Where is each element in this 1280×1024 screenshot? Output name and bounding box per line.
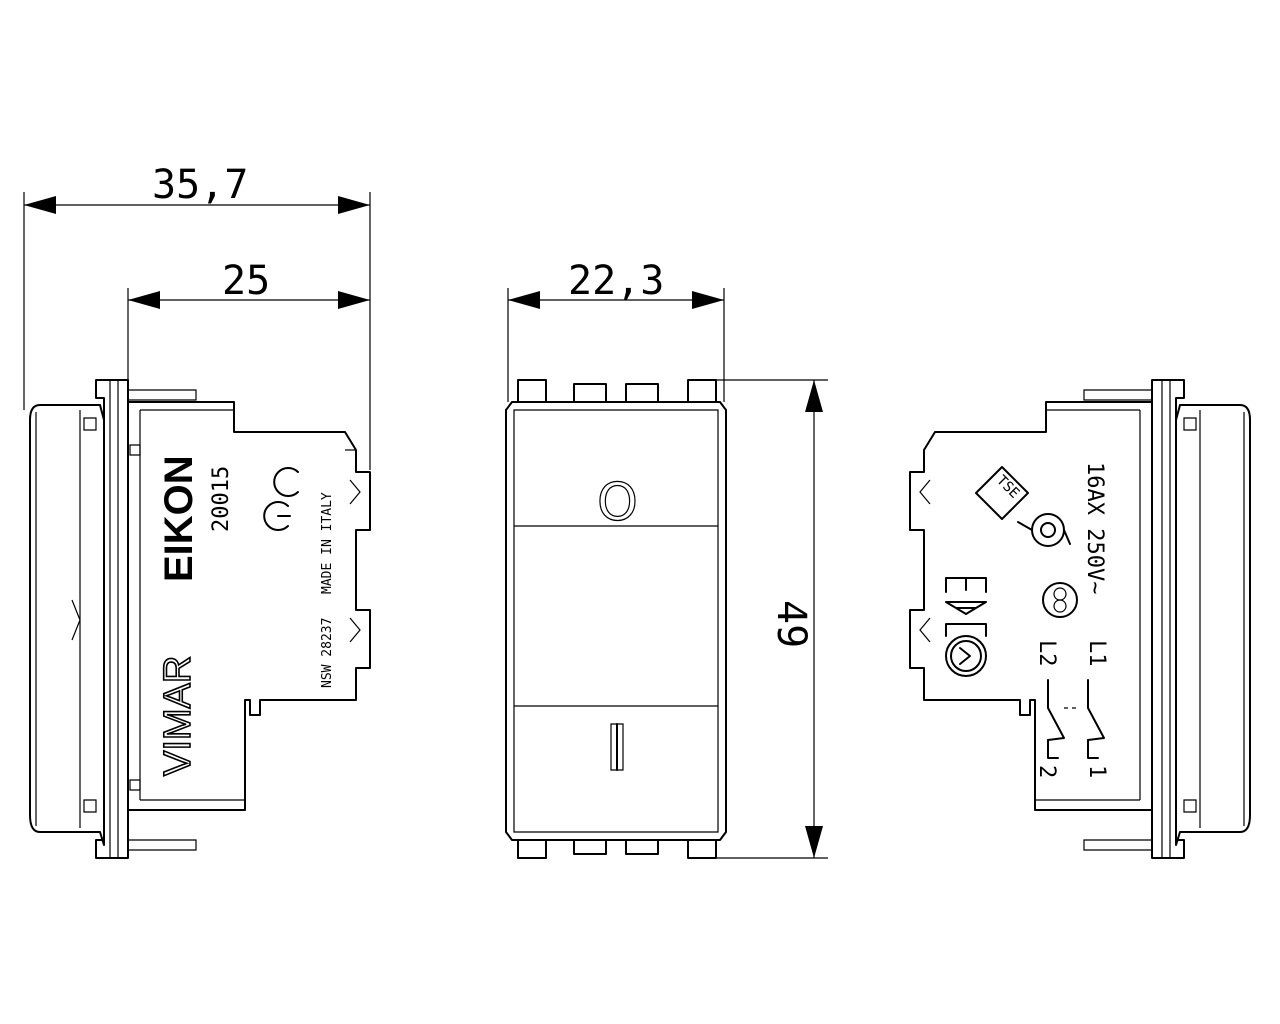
left-code-text: 20015 bbox=[209, 466, 234, 532]
tse-mark-icon: TSE bbox=[975, 466, 1029, 520]
terminal-2-label: 2 bbox=[1034, 765, 1059, 778]
dimension-lines: 35,7 25 22,3 49 bbox=[23, 162, 828, 859]
right-rating-text: 16AX 250V~ bbox=[1082, 462, 1107, 594]
dim-body-depth-label: 25 bbox=[222, 258, 270, 304]
ccc-mark-icon bbox=[1042, 582, 1078, 618]
left-body-outline bbox=[127, 401, 371, 811]
left-brand-text: EIKON bbox=[157, 455, 201, 582]
approval-spiral-icon bbox=[1017, 513, 1071, 547]
round-approval-icon bbox=[945, 635, 987, 677]
terminal-l2-label: L2 bbox=[1034, 640, 1059, 667]
left-manufacturer-text: VIMAR bbox=[157, 656, 199, 776]
right-body-outline bbox=[909, 401, 1153, 811]
terminal-l1-label: L1 bbox=[1084, 640, 1109, 667]
eac-mark-icon bbox=[945, 577, 987, 637]
right-key-cap bbox=[1175, 404, 1251, 846]
dim-overall-depth-label: 35,7 bbox=[152, 162, 248, 208]
right-side-view: 16AX 250V~ TSE L1 bbox=[909, 379, 1251, 859]
switch-schematic-icon bbox=[1047, 679, 1105, 759]
left-origin-text: MADE IN ITALY bbox=[320, 492, 335, 594]
dim-front-width-label: 22,3 bbox=[568, 258, 664, 304]
left-approval-text: NSW 28237 bbox=[320, 618, 335, 688]
left-key-cap bbox=[29, 404, 105, 846]
dim-height-label: 49 bbox=[768, 600, 814, 648]
terminal-1-label: 1 bbox=[1084, 765, 1109, 778]
tse-label: TSE bbox=[993, 473, 1022, 502]
front-view: O bbox=[505, 379, 727, 859]
left-side-view: EIKON 20015 MADE IN ITALY NSW 28237 VIMA… bbox=[29, 379, 371, 859]
front-body-outline bbox=[505, 401, 727, 841]
ce-mark-icon bbox=[263, 467, 299, 531]
front-top-symbol: O bbox=[597, 473, 638, 533]
